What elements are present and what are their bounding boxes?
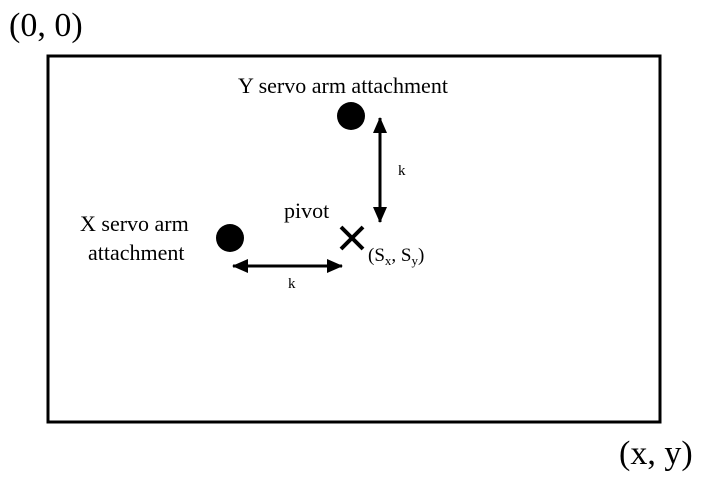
k-horizontal-label: k: [288, 276, 296, 292]
x-servo-label-line1: X servo arm: [80, 211, 189, 236]
corner-label: (x, y): [619, 435, 693, 472]
x-servo-attachment-dot: [216, 224, 244, 252]
y-servo-label: Y servo arm attachment: [238, 73, 448, 98]
workspace-rectangle: [46, 54, 662, 424]
y-servo-attachment-dot: [337, 102, 365, 130]
pivot-label: pivot: [284, 198, 330, 223]
pivot-cross-icon: [339, 225, 365, 251]
pivot-coordinate-label: (Sx, Sy): [368, 245, 425, 268]
k-vertical-label: k: [398, 163, 406, 179]
origin-label: (0, 0): [9, 7, 83, 44]
x-servo-label-line2: attachment: [88, 240, 185, 265]
